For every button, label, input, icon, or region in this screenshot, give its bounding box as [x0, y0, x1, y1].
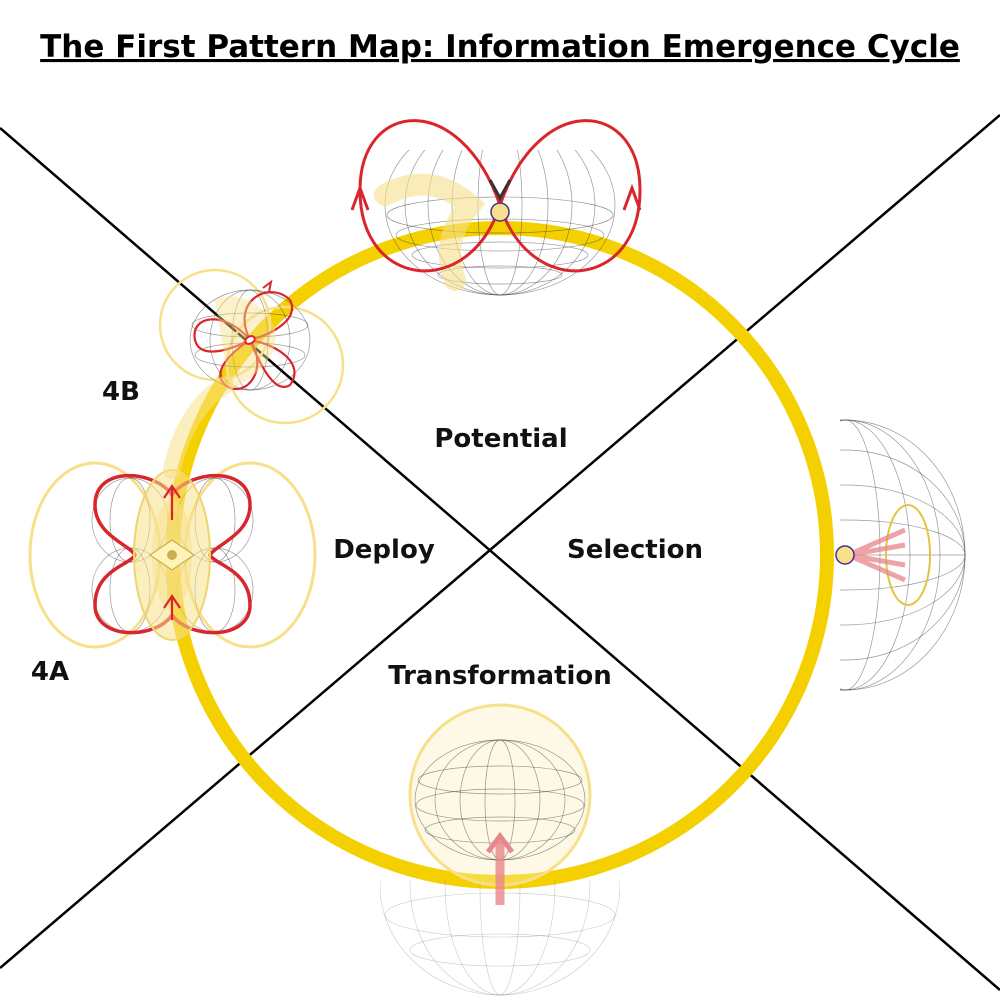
deploy-4b-figure — [158, 268, 345, 425]
arrow-center-icon — [488, 179, 512, 202]
point-marker — [835, 545, 855, 565]
selection-field-figure — [835, 419, 966, 691]
diagram-title: The First Pattern Map: Information Emerg… — [40, 29, 960, 65]
quadrant-label-potential: Potential — [434, 424, 567, 454]
cycle-connector — [163, 376, 234, 479]
quadrant-label-transformation: Transformation — [388, 661, 612, 691]
point-marker — [490, 202, 510, 222]
divider-line-descending — [0, 127, 1000, 991]
quadrant-label-deploy: Deploy — [333, 535, 435, 565]
arrow-up-icon — [163, 594, 181, 620]
quadrant-dividers — [0, 114, 1000, 991]
arrow-up-icon — [163, 484, 181, 520]
arrow-left-icon — [350, 183, 370, 211]
arrow-right-icon — [622, 183, 642, 211]
stage-label-4b: 4B — [102, 377, 140, 407]
field-line-right-lobe — [498, 119, 642, 273]
stage-label-4a: 4A — [31, 657, 69, 687]
arrow-icon — [262, 279, 273, 293]
quadrant-label-selection: Selection — [567, 535, 703, 565]
divider-line-ascending — [0, 114, 1000, 969]
potential-field-figure — [350, 119, 642, 296]
deploy-4a-figure — [28, 461, 317, 649]
transformation-field-figure — [380, 703, 620, 996]
arrow-up-icon — [486, 831, 514, 854]
